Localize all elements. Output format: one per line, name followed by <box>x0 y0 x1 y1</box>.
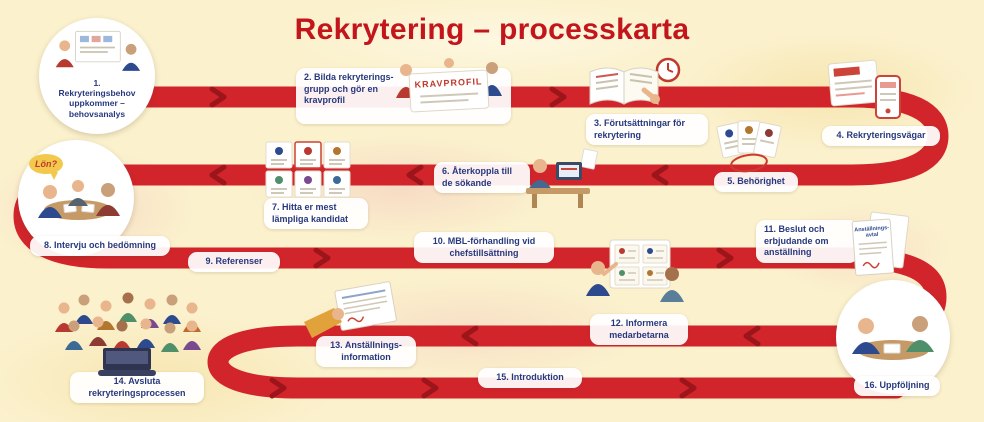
step-number-1: 1. <box>93 78 101 88</box>
step-label-14: 14. Avsluta rekryteringsprocessen <box>70 372 204 404</box>
step-number-4: 4. <box>836 130 844 140</box>
lon-bubble-text: Lön? <box>35 159 57 169</box>
step-text-15: Introduktion <box>511 372 564 382</box>
illustration-step-6 <box>526 148 598 208</box>
illustration-step-14 <box>55 292 201 376</box>
illustration-step-7 <box>265 141 351 198</box>
step-label-16: 16. Uppföljning <box>854 376 940 396</box>
step-number-2: 2. <box>304 72 312 82</box>
step-number-6: 6. <box>442 166 450 176</box>
step-text-4: Rekryteringsvägar <box>846 130 926 140</box>
step-label-10: 10. MBL-förhandling vid chefstillsättnin… <box>414 232 554 264</box>
step-text-16: Uppföljning <box>879 380 930 390</box>
illustration-step-13 <box>304 281 397 338</box>
step-label-5: 5. Behörighet <box>714 172 798 192</box>
step-text-11: Beslut och erbjudande om anställning <box>764 224 829 258</box>
illustration-step-11: Anställnings- avtal <box>851 211 910 276</box>
path-direction-arrows <box>209 86 761 399</box>
avtal-doc-title-line1: Anställnings- <box>854 225 889 233</box>
step-label-3: 3. Förutsättningar för rekrytering <box>586 114 708 146</box>
page-title: Rekrytering – processkarta <box>294 13 690 46</box>
avtal-doc-title-line2: avtal <box>866 232 879 239</box>
step-label-12: 12. Informera medarbetarna <box>590 314 688 346</box>
illustration-step-5 <box>716 120 782 173</box>
step-number-13: 13. <box>330 340 343 350</box>
step-text-12: Informera medarbetarna <box>609 318 669 340</box>
step-text-1: Rekryteringsbehov uppkommer – behovsanal… <box>58 88 136 119</box>
illustration-step-16 <box>852 316 934 360</box>
step-label-1: 1. Rekryteringsbehov uppkommer – behovsa… <box>39 78 155 119</box>
step-number-16: 16. <box>864 380 877 390</box>
step-text-3: Förutsättningar för rekrytering <box>594 118 686 140</box>
step-label-8: 8. Intervju och bedömning <box>30 236 170 256</box>
step-text-7: Hitta er mest lämpliga kandidat <box>272 202 349 224</box>
step-text-5: Behörighet <box>737 176 785 186</box>
illustration-step-12 <box>586 239 684 302</box>
step-label-6: 6. Återkoppla till de sökande <box>434 162 530 194</box>
step-number-8: 8. <box>43 240 52 250</box>
illustration-step-2: KRAVPROFIL <box>396 58 502 113</box>
road-line <box>13 86 949 399</box>
step-label-11: 11. Beslut och erbjudande om anställning <box>756 220 858 264</box>
step-label-15: 15. Introduktion <box>478 368 582 388</box>
step-number-11: 11. <box>764 224 777 234</box>
step-text-13: Anställnings-information <box>341 340 402 362</box>
step-label-9: 9. Referenser <box>188 252 280 272</box>
step-16-circle <box>836 280 950 394</box>
step-text-2: Bilda rekryterings-grupp och gör en krav… <box>304 72 394 106</box>
step-number-3: 3. <box>594 118 602 128</box>
step-number-10: 10. <box>432 236 446 246</box>
step-text-6: Återkoppla till de sökande <box>442 166 513 188</box>
illustration-step-4 <box>827 59 901 119</box>
step-text-14: Avsluta rekryteringsprocessen <box>88 376 186 398</box>
step-number-7: 7. <box>272 202 280 212</box>
step-1-circle: 1. Rekryteringsbehov uppkommer – behovsa… <box>39 18 155 134</box>
step-number-12: 12. <box>610 318 624 328</box>
illustration-step-1 <box>55 30 141 71</box>
step-label-13: 13. Anställnings-information <box>316 336 416 368</box>
step-label-4: 4. Rekryteringsvägar <box>822 126 940 146</box>
step-number-15: 15. <box>496 372 509 382</box>
step-number-9: 9. <box>205 256 213 266</box>
illustration-step-8: Lön? <box>29 154 120 220</box>
step-text-9: Referenser <box>215 256 263 266</box>
step-text-8: Intervju och bedömning <box>54 240 157 250</box>
kravprofil-banner-text: KRAVPROFIL <box>414 76 482 90</box>
illustration-step-3 <box>589 57 681 105</box>
step-text-10: MBL-förhandling vid chefstillsättning <box>447 236 536 258</box>
step-number-14: 14. <box>113 376 127 386</box>
step-label-7: 7. Hitta er mest lämpliga kandidat <box>264 198 368 230</box>
step-number-5: 5. <box>727 176 735 186</box>
